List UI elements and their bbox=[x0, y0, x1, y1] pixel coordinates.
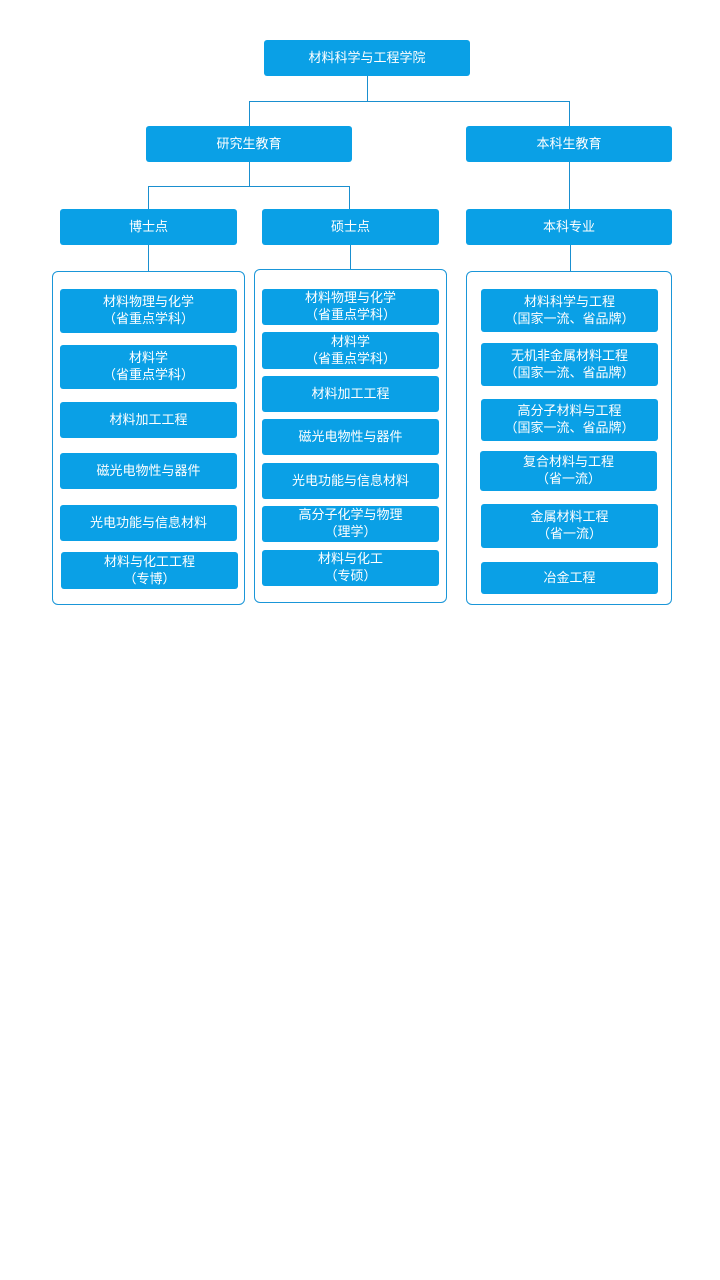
majors-group bbox=[466, 271, 672, 605]
connector bbox=[570, 245, 571, 271]
master-item: 材料物理与化学 （省重点学科） bbox=[262, 289, 439, 325]
master-item: 材料与化工 （专硕） bbox=[262, 550, 439, 586]
graduate-node: 研究生教育 bbox=[146, 126, 352, 162]
doctoral-item: 材料学 （省重点学科） bbox=[60, 345, 237, 389]
master-item: 光电功能与信息材料 bbox=[262, 463, 439, 499]
major-item: 高分子材料与工程 （国家一流、省品牌） bbox=[481, 399, 658, 441]
connector bbox=[148, 186, 350, 187]
connector bbox=[148, 186, 149, 209]
connector bbox=[249, 162, 250, 186]
connector bbox=[350, 245, 351, 269]
master-group bbox=[254, 269, 447, 603]
connector bbox=[349, 186, 350, 209]
master-item: 磁光电物性与器件 bbox=[262, 419, 439, 455]
connector bbox=[569, 162, 570, 209]
connector bbox=[148, 245, 149, 271]
doctoral-group bbox=[52, 271, 245, 605]
master-node: 硕士点 bbox=[262, 209, 439, 245]
doctoral-item: 材料加工工程 bbox=[60, 402, 237, 438]
master-item: 材料加工工程 bbox=[262, 376, 439, 412]
doctoral-item: 磁光电物性与器件 bbox=[60, 453, 237, 489]
connector bbox=[249, 101, 250, 126]
majors-node: 本科专业 bbox=[466, 209, 672, 245]
doctoral-item: 材料物理与化学 （省重点学科） bbox=[60, 289, 237, 333]
major-item: 无机非金属材料工程 （国家一流、省品牌） bbox=[481, 343, 658, 386]
major-item: 金属材料工程 （省一流） bbox=[481, 504, 658, 548]
doctoral-node: 博士点 bbox=[60, 209, 237, 245]
doctoral-item: 材料与化工工程 （专博） bbox=[61, 552, 238, 589]
connector bbox=[569, 101, 570, 126]
doctoral-item: 光电功能与信息材料 bbox=[60, 505, 237, 541]
master-item: 材料学 （省重点学科） bbox=[262, 332, 439, 369]
major-item: 材料科学与工程 （国家一流、省品牌） bbox=[481, 289, 658, 332]
undergraduate-node: 本科生教育 bbox=[466, 126, 672, 162]
connector bbox=[249, 101, 570, 102]
master-item: 高分子化学与物理 （理学） bbox=[262, 506, 439, 542]
major-item: 复合材料与工程 （省一流） bbox=[480, 451, 657, 491]
root-node: 材料科学与工程学院 bbox=[264, 40, 470, 76]
major-item: 冶金工程 bbox=[481, 562, 658, 594]
connector bbox=[367, 76, 368, 101]
